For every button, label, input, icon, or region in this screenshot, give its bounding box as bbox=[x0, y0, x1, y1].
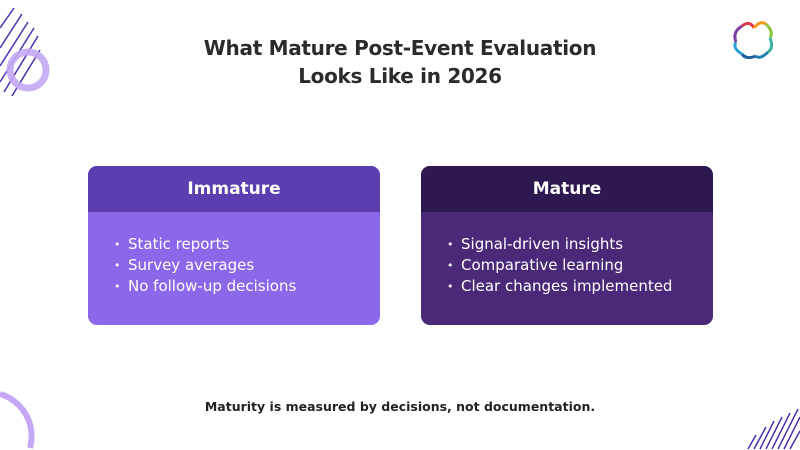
footer-caption: Maturity is measured by decisions, not d… bbox=[204, 399, 596, 414]
list-item: Survey averages bbox=[114, 255, 380, 276]
decorative-stripes-bottom-right bbox=[747, 408, 800, 450]
logo-icon bbox=[733, 21, 774, 60]
slide-title: What Mature Post-Event Evaluation Looks … bbox=[0, 34, 800, 90]
title-line-2: Looks Like in 2026 bbox=[298, 64, 502, 88]
list-item: No follow-up decisions bbox=[114, 276, 380, 297]
decorative-stripes-circle-top-left bbox=[0, 7, 50, 97]
title-line-1: What Mature Post-Event Evaluation bbox=[203, 36, 597, 60]
mature-card-heading: Mature bbox=[421, 166, 713, 212]
list-item: Clear changes implemented bbox=[447, 276, 713, 297]
immature-card: Immature Static reports Survey averages … bbox=[88, 166, 380, 325]
mature-list: Signal-driven insights Comparative learn… bbox=[421, 212, 713, 297]
list-item: Signal-driven insights bbox=[447, 234, 713, 255]
list-item: Static reports bbox=[114, 234, 380, 255]
immature-card-heading: Immature bbox=[88, 166, 380, 212]
immature-list: Static reports Survey averages No follow… bbox=[88, 212, 380, 297]
decorative-arc-bottom-left bbox=[0, 391, 35, 449]
mature-card: Mature Signal-driven insights Comparativ… bbox=[421, 166, 713, 325]
list-item: Comparative learning bbox=[447, 255, 713, 276]
